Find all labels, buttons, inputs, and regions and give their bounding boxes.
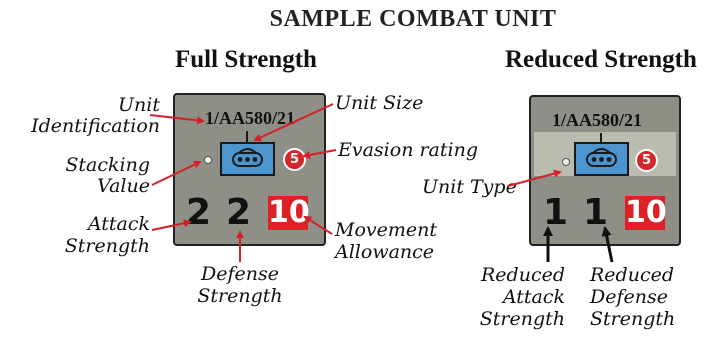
defense-strength-label-line1: Defense xyxy=(201,263,279,285)
movement-allowance-value: 10 xyxy=(625,195,667,230)
movement-allowance-label-line1: Movement xyxy=(335,219,438,241)
unit-type-label: Unit Type xyxy=(422,176,517,198)
reduced-strength-heading: Reduced Strength xyxy=(505,46,697,73)
attack-strength-label-line1: Attack xyxy=(87,213,150,235)
full-strength-heading: Full Strength xyxy=(175,46,317,73)
defense-strength-label-line2: Strength xyxy=(197,285,283,307)
unit-identification-label-line1: Unit xyxy=(118,94,160,116)
attack-strength-arrow xyxy=(151,219,192,231)
stacking-value-label-line2: Value xyxy=(97,175,150,197)
unit-identification-text: 1/AA580/21 xyxy=(205,108,295,128)
anti-aircraft-tracked-unit-icon xyxy=(220,132,275,176)
stacking-dot-icon xyxy=(562,158,570,166)
defense-strength-value: 2 xyxy=(226,192,252,233)
evasion-rating-badge: 5 xyxy=(635,149,658,172)
reduced-attack-value: 1 xyxy=(543,192,569,233)
unit-identification-label-line2: Identification xyxy=(31,115,160,137)
stacking-value-arrow xyxy=(151,160,202,186)
movement-allowance-value: 10 xyxy=(268,195,310,230)
reduced-defense-label-line2: Defense xyxy=(590,286,668,308)
reduced-attack-label-line2: Attack xyxy=(502,286,565,308)
page-title: SAMPLE COMBAT UNIT xyxy=(269,6,557,32)
unit-identification-text: 1/AA580/21 xyxy=(552,110,642,130)
reduced-defense-value: 1 xyxy=(583,192,609,233)
reduced-attack-label-line1: Reduced xyxy=(481,264,565,286)
unit-size-label: Unit Size xyxy=(335,92,424,114)
reduced-strength-counter: 1/AA580/21 5 1 1 10 xyxy=(529,95,681,246)
anti-aircraft-tracked-unit-icon xyxy=(574,142,629,176)
evasion-rating-arrow xyxy=(302,149,337,159)
evasion-rating-badge: 5 xyxy=(283,148,306,171)
unit-size-arrow xyxy=(253,103,334,142)
stacking-dot-icon xyxy=(204,156,212,164)
movement-allowance-label-line2: Allowance xyxy=(335,241,435,263)
reduced-attack-label-line3: Strength xyxy=(479,308,565,330)
attack-strength-label-line2: Strength xyxy=(64,235,150,257)
unit-size-tick xyxy=(246,131,248,142)
evasion-rating-label: Evasion rating xyxy=(338,139,478,161)
unit-size-tick xyxy=(600,133,602,142)
unit-identification-arrow xyxy=(149,114,205,125)
reduced-defense-arrow xyxy=(601,226,614,263)
reduced-defense-label-line3: Strength xyxy=(590,308,676,330)
unit-type-arrow xyxy=(507,169,562,187)
movement-allowance-arrow xyxy=(303,215,333,235)
reduced-defense-label-line1: Reduced xyxy=(590,264,674,286)
stacking-value-label-line1: Stacking xyxy=(65,154,150,176)
